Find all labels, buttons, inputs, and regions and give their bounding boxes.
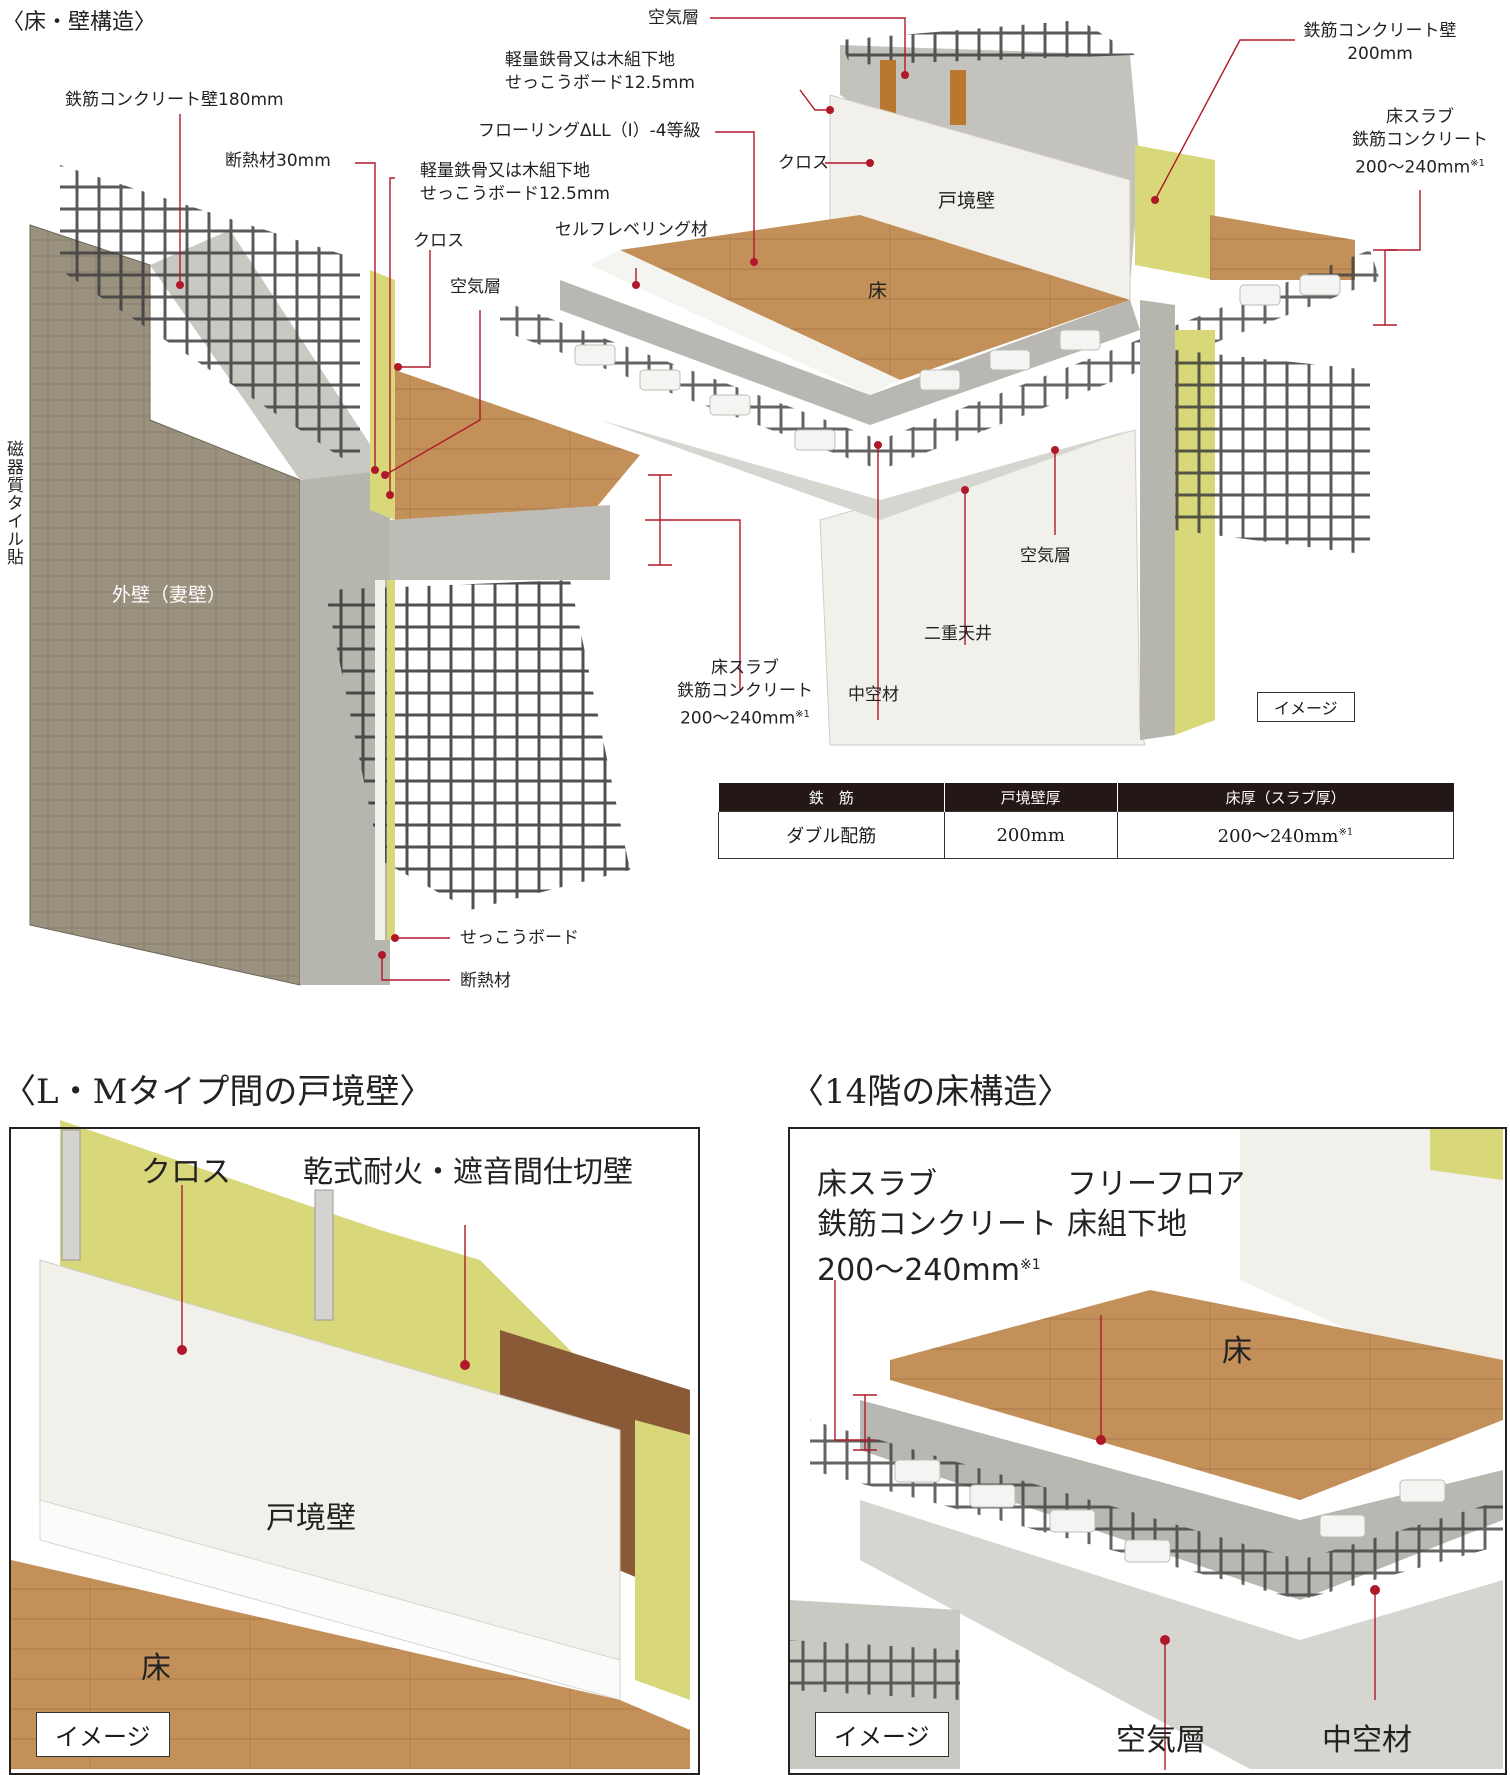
image-tag-sec1: イメージ — [1257, 692, 1355, 722]
lm-wall-drawing — [11, 1120, 696, 1769]
slab-p3-note: ※1 — [1019, 1257, 1041, 1273]
label-air-left: 空気層 — [450, 277, 501, 297]
slab-p3-line1: 床スラブ — [817, 1167, 937, 1202]
label-insulation-30: 断熱材30mm — [225, 151, 331, 171]
label-slab-p3: 床スラブ 鉄筋コンクリート 200〜240mm※1 — [817, 1165, 1057, 1291]
label-cloth-p2: クロス — [141, 1155, 231, 1190]
section1-title: 〈床・壁構造〉 — [2, 10, 157, 35]
slab-right-note: ※1 — [1470, 158, 1485, 169]
label-floor-p3: 床 — [1222, 1334, 1252, 1369]
floor14-drawing — [790, 1129, 1503, 1769]
rc-wall-line2: 200mm — [1347, 44, 1413, 64]
label-air-top: 空気層 — [648, 8, 699, 28]
label-self-leveling: セルフレベリング材 — [555, 220, 708, 240]
label-insulation-bottom: 断熱材 — [460, 971, 511, 991]
slab-p3-line3: 200〜240mm — [817, 1253, 1020, 1288]
label-slab-right: 床スラブ 鉄筋コンクリート 200〜240mm※1 — [1335, 106, 1505, 180]
image-tag-sec3: イメージ — [815, 1712, 949, 1757]
label-floor: 床 — [868, 280, 888, 302]
label-floor-p2: 床 — [141, 1651, 171, 1686]
section3-title: 〈14階の床構造〉 — [790, 1072, 1072, 1112]
panel-lm-wall: クロス 乾式耐火・遮音間仕切壁 戸境壁 床 イメージ — [9, 1127, 700, 1775]
slab-left-line1: 床スラブ — [711, 658, 779, 678]
dimension-marks — [648, 249, 1397, 1451]
label-slab-left: 床スラブ 鉄筋コンクリート 200〜240mm※1 — [660, 657, 830, 731]
table-cell-slab: 200〜240mm※1 — [1116, 811, 1455, 859]
table-cell-slab-note: ※1 — [1338, 827, 1354, 838]
label-tile-vertical: 磁器質タイル貼 — [3, 440, 23, 566]
label-frame-right-1: 軽量鉄骨又は木組下地 — [505, 50, 675, 70]
slab-left-line3: 200〜240mm — [680, 708, 796, 729]
exterior-wall-drawing — [29, 165, 640, 986]
slab-right-line3: 200〜240mm — [1355, 157, 1471, 178]
label-party-wall: 戸境壁 — [938, 190, 996, 212]
table-cell-slab-value: 200〜240mm — [1217, 826, 1339, 847]
label-air-p3: 空気層 — [1116, 1723, 1206, 1758]
label-rc-wall-200: 鉄筋コンクリート壁 200mm — [1290, 20, 1470, 66]
table-header-slab: 床厚（スラブ厚） — [1116, 783, 1454, 812]
rc-wall-line1: 鉄筋コンクリート壁 — [1303, 21, 1457, 41]
label-gypsum-board: せっこうボード — [460, 928, 579, 948]
panel-floor14: 床スラブ 鉄筋コンクリート 200〜240mm※1 フリーフロア 床組下地 床 … — [788, 1127, 1507, 1775]
label-hollow: 中空材 — [848, 685, 899, 705]
slab-p3-line2: 鉄筋コンクリート — [817, 1207, 1057, 1242]
label-air-mid: 空気層 — [1020, 546, 1071, 566]
label-cloth-left: クロス — [413, 231, 464, 251]
free-floor-line1: フリーフロア — [1067, 1167, 1246, 1202]
label-dry-wall: 乾式耐火・遮音間仕切壁 — [303, 1155, 633, 1190]
table-cell-wall: 200mm — [943, 811, 1118, 859]
slab-left-line2: 鉄筋コンクリート — [677, 681, 813, 701]
table-header-wall: 戸境壁厚 — [943, 783, 1118, 812]
label-frame-left-2: せっこうボード12.5mm — [420, 184, 610, 204]
label-frame-right-2: せっこうボード12.5mm — [505, 73, 695, 93]
label-flooring: フローリングΔLL（Ⅰ）-4等級 — [478, 121, 701, 141]
label-party-wall-p2: 戸境壁 — [266, 1501, 356, 1536]
label-double-ceiling: 二重天井 — [924, 624, 992, 644]
label-free-floor: フリーフロア 床組下地 — [1067, 1165, 1245, 1245]
leader-lines — [179, 17, 1421, 1770]
free-floor-line2: 床組下地 — [1067, 1207, 1187, 1242]
table-cell-rebar: ダブル配筋 — [718, 811, 945, 859]
label-exterior-wall: 外壁（妻壁） — [112, 584, 227, 606]
party-wall-drawing — [500, 20, 1380, 746]
table-header-rebar: 鉄 筋 — [718, 783, 944, 812]
leader-dots — [176, 71, 1380, 1645]
slab-right-line2: 鉄筋コンクリート — [1352, 130, 1488, 150]
label-hollow-p3: 中空材 — [1322, 1723, 1412, 1758]
label-rc-wall-180: 鉄筋コンクリート壁180mm — [65, 90, 284, 110]
label-cloth-right: クロス — [778, 153, 829, 173]
slab-right-line1: 床スラブ — [1386, 107, 1454, 127]
section2-title: 〈L・Mタイプ間の戸境壁〉 — [2, 1072, 434, 1112]
spec-table: 鉄 筋 戸境壁厚 床厚（スラブ厚） ダブル配筋 200mm 200〜240mm※… — [718, 783, 1455, 859]
label-frame-left-1: 軽量鉄骨又は木組下地 — [420, 161, 590, 181]
slab-left-note: ※1 — [795, 709, 810, 720]
image-tag-sec2: イメージ — [36, 1712, 170, 1757]
